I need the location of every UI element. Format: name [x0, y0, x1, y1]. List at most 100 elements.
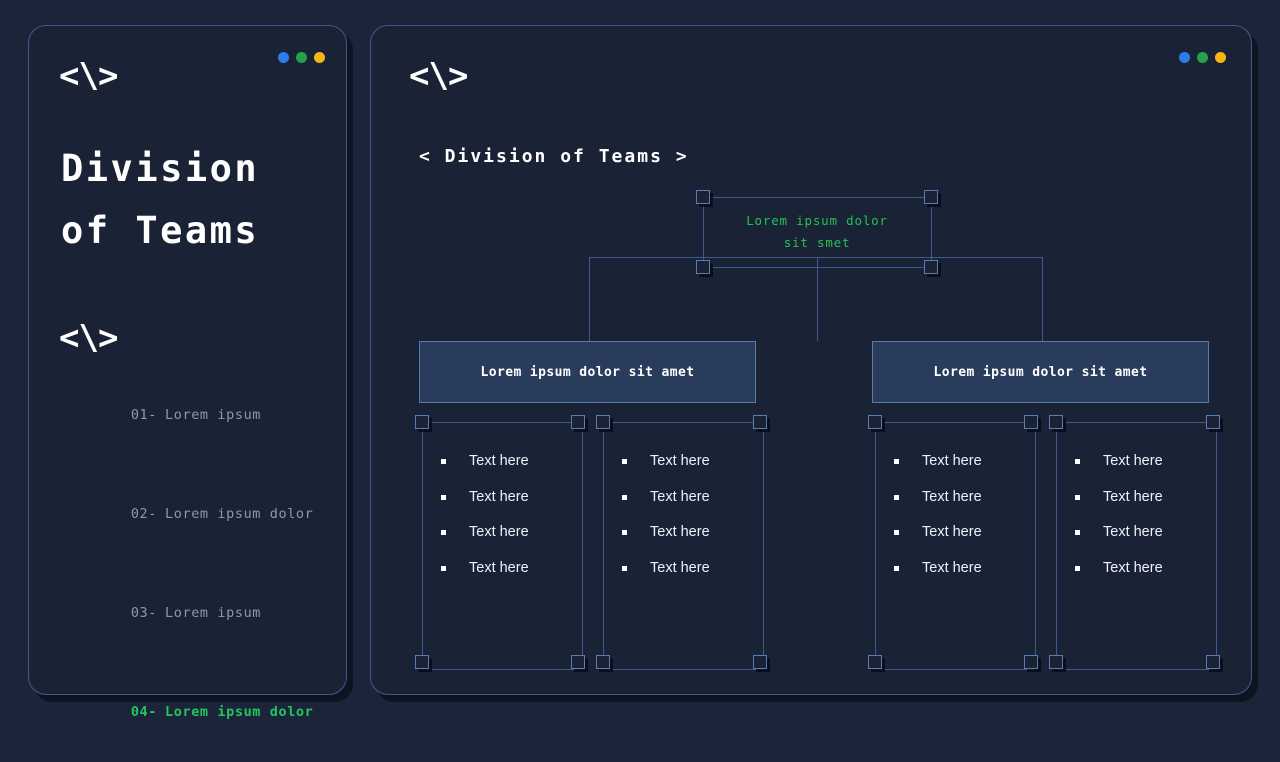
window-dots-left: [278, 52, 325, 63]
root-handle-top-left[interactable]: [696, 190, 710, 204]
column-3-frame-bottom: [875, 669, 1035, 670]
list-item[interactable]: Text here: [894, 551, 1054, 587]
column-4-handle-bottom-left[interactable]: [1049, 655, 1063, 669]
list-item-label: Text here: [650, 453, 710, 469]
list-item[interactable]: Text here: [894, 515, 1054, 551]
sidebar-item-04[interactable]: 04-Lorem ipsum dolor: [61, 663, 331, 762]
agenda-list: 01-Lorem ipsum 02-Lorem ipsum dolor 03-L…: [61, 366, 331, 762]
root-handle-bottom-left[interactable]: [696, 260, 710, 274]
column-2-handle-top-right[interactable]: [753, 415, 767, 429]
connector-root-left-drop: [589, 257, 590, 341]
bullet-column-4: Text here Text here Text here Text here: [1075, 444, 1235, 586]
list-item[interactable]: Text here: [622, 480, 782, 516]
sidebar-item-02-number: 02-: [130, 506, 158, 522]
org-node-team-2[interactable]: Lorem ipsum dolor sit amet: [872, 341, 1209, 403]
column-3-handle-bottom-left[interactable]: [868, 655, 882, 669]
list-item[interactable]: Text here: [441, 480, 601, 516]
bullet-square-icon: [894, 494, 899, 500]
column-1-handle-bottom-left[interactable]: [415, 655, 429, 669]
column-4-frame-top: [1056, 422, 1216, 423]
code-brackets-icon: <\>: [409, 56, 468, 96]
sidebar-item-01-number: 01-: [130, 407, 158, 423]
org-node-root-label: Lorem ipsum dolor sit smet: [746, 213, 888, 250]
org-node-root[interactable]: Lorem ipsum dolor sit smet: [703, 197, 931, 267]
list-item-label: Text here: [469, 453, 529, 469]
bullet-column-2: Text here Text here Text here Text here: [622, 444, 782, 586]
column-2-handle-bottom-right[interactable]: [753, 655, 767, 669]
column-1-handle-bottom-right[interactable]: [571, 655, 585, 669]
column-3-frame-left: [875, 422, 876, 669]
connector-root-stem: [817, 257, 818, 341]
list-item[interactable]: Text here: [622, 444, 782, 480]
org-chart: Lorem ipsum dolor sit smet Lorem ipsum d…: [371, 26, 1253, 696]
slide-canvas: <\> Division of Teams <\> 01-Lorem ipsum…: [28, 25, 1252, 720]
connector-root-right-drop: [1042, 257, 1043, 341]
column-3-handle-top-left[interactable]: [868, 415, 882, 429]
column-4-handle-top-left[interactable]: [1049, 415, 1063, 429]
list-item-label: Text here: [1103, 559, 1163, 576]
sidebar-item-02[interactable]: 02-Lorem ipsum dolor: [61, 465, 331, 564]
org-node-team-1-label: Lorem ipsum dolor sit amet: [480, 364, 695, 380]
org-node-team-1[interactable]: Lorem ipsum dolor sit amet: [419, 341, 756, 403]
sidebar-item-03-number: 03-: [130, 605, 158, 621]
bullet-square-icon: [441, 530, 446, 536]
window-dot-green-icon: [1197, 52, 1208, 63]
column-2-frame-right: [763, 422, 764, 669]
column-1-frame-left: [422, 422, 423, 669]
content-card: <\> < Division of Teams > Lorem ipsum do…: [370, 25, 1252, 695]
list-item[interactable]: Text here: [1075, 515, 1235, 551]
column-3-handle-bottom-right[interactable]: [1024, 655, 1038, 669]
bullet-square-icon: [622, 459, 627, 465]
column-1-frame-top: [422, 422, 582, 423]
sidebar-item-01[interactable]: 01-Lorem ipsum: [61, 366, 331, 465]
list-item[interactable]: Text here: [622, 515, 782, 551]
bullet-square-icon: [894, 565, 899, 571]
list-item-label: Text here: [922, 453, 982, 469]
list-item-label: Text here: [469, 488, 529, 505]
bullet-square-icon: [441, 565, 446, 571]
code-brackets-section-icon: <\>: [59, 318, 118, 358]
list-item[interactable]: Text here: [894, 480, 1054, 516]
list-item-label: Text here: [469, 524, 529, 540]
window-dot-yellow-icon: [314, 52, 325, 63]
column-1-handle-top-right[interactable]: [571, 415, 585, 429]
column-3-handle-top-right[interactable]: [1024, 415, 1038, 429]
sidebar-item-04-label: Lorem ipsum dolor: [165, 704, 314, 720]
window-dot-blue-icon: [278, 52, 289, 63]
list-item-label: Text here: [922, 524, 982, 540]
bullet-square-icon: [1075, 530, 1080, 536]
list-item[interactable]: Text here: [1075, 551, 1235, 587]
list-item[interactable]: Text here: [1075, 480, 1235, 516]
bullet-column-3: Text here Text here Text here Text here: [894, 444, 1054, 586]
list-item[interactable]: Text here: [1075, 444, 1235, 480]
root-handle-top-right[interactable]: [924, 190, 938, 204]
root-frame-right: [931, 197, 932, 267]
column-2-frame-top: [603, 422, 763, 423]
list-item-label: Text here: [650, 488, 710, 505]
column-4-frame-right: [1216, 422, 1217, 669]
root-handle-bottom-right[interactable]: [924, 260, 938, 274]
list-item[interactable]: Text here: [894, 444, 1054, 480]
bullet-square-icon: [1075, 565, 1080, 571]
bullet-square-icon: [622, 530, 627, 536]
column-3-frame-right: [1035, 422, 1036, 669]
list-item[interactable]: Text here: [622, 551, 782, 587]
column-2-frame-bottom: [603, 669, 763, 670]
column-2-handle-top-left[interactable]: [596, 415, 610, 429]
column-3-frame-top: [875, 422, 1035, 423]
list-item-label: Text here: [1103, 488, 1163, 505]
column-4-frame-bottom: [1056, 669, 1216, 670]
column-4-handle-bottom-right[interactable]: [1206, 655, 1220, 669]
list-item[interactable]: Text here: [441, 515, 601, 551]
column-4-handle-top-right[interactable]: [1206, 415, 1220, 429]
page-title: Division of Teams: [61, 147, 260, 252]
list-item[interactable]: Text here: [441, 551, 601, 587]
column-2-handle-bottom-left[interactable]: [596, 655, 610, 669]
window-dots-right: [1179, 52, 1226, 63]
bullet-square-icon: [622, 494, 627, 500]
column-2-frame-left: [603, 422, 604, 669]
column-1-handle-top-left[interactable]: [415, 415, 429, 429]
bullet-square-icon: [622, 565, 627, 571]
sidebar-item-03[interactable]: 03-Lorem ipsum: [61, 564, 331, 663]
list-item[interactable]: Text here: [441, 444, 601, 480]
